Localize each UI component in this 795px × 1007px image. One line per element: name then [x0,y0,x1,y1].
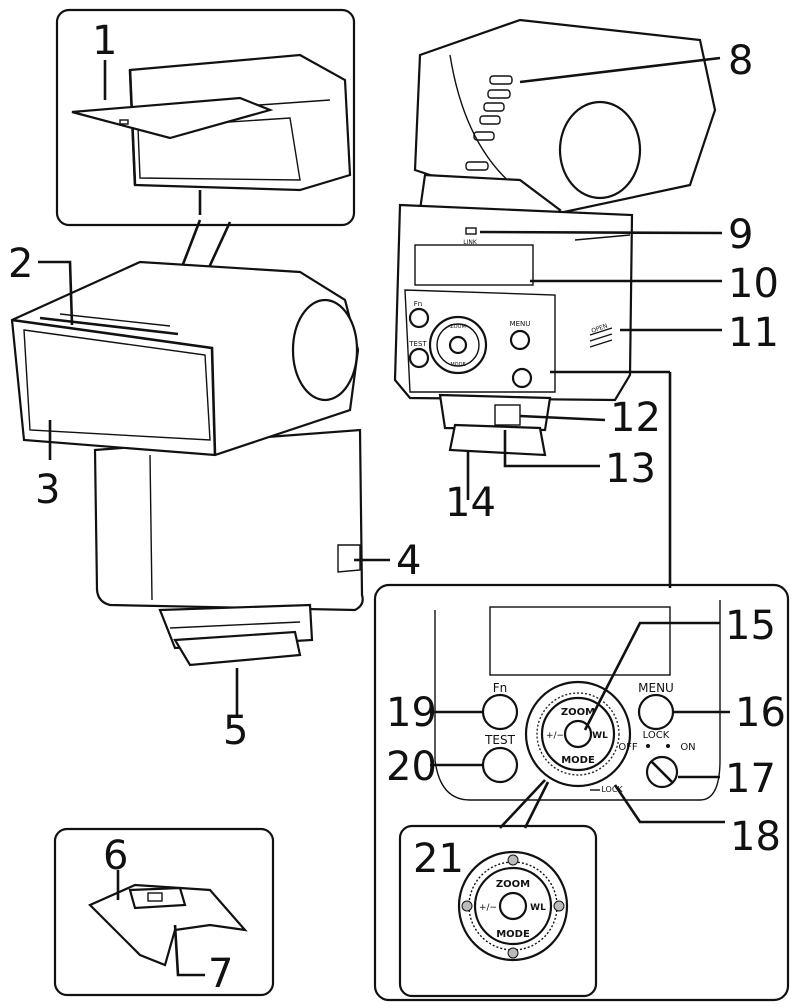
center-button [563,719,593,749]
flash-unit-rear: LINK Fn TEST MENU ZOOM MODE OPEN [393,18,717,457]
plus-minus-label: +/− [546,731,564,741]
test-label: TEST [484,733,516,747]
stand-inset [53,827,275,997]
callout-8: 8 [728,38,753,84]
control-panel-detail: Fn TEST MENU ZOOM MODE +/− WL LOCK OFF O… [373,370,790,1002]
fn-label-small: Fn [414,300,422,308]
callout-4: 4 [396,538,421,584]
test-button[interactable] [481,746,519,784]
fn-label: Fn [493,681,508,695]
lock-switch-small [511,367,533,389]
dial-variant: ZOOM MODE +/− WL [457,850,569,962]
zoom-label-small: ZOOM [450,324,466,330]
mode-label-small: MODE [450,362,465,368]
wide-panel-card [71,96,274,140]
lcd-panel [414,244,534,286]
on-label: ON [680,742,695,753]
callout-5: 5 [223,708,248,754]
callout-17: 17 [725,756,776,802]
callout-7: 7 [208,951,233,997]
wl-label: WL [592,731,608,741]
callout-15: 15 [725,603,776,649]
callout-2: 2 [8,241,33,287]
mode-label: MODE [561,755,595,766]
callout-13: 13 [605,446,656,492]
callout-14: 14 [445,480,496,526]
callout-19: 19 [386,690,437,736]
callout-numbers: 1 2 3 4 5 6 7 8 9 10 11 12 13 14 15 16 1… [8,18,786,997]
menu-button[interactable] [637,693,675,731]
fn-button[interactable] [481,693,519,731]
callout-10: 10 [728,261,779,307]
zoom-scale [465,75,513,171]
rear-foot [448,423,547,457]
mounting-foot [173,630,302,667]
menu-label-small: MENU [510,320,531,328]
flash-unit-main [10,260,364,667]
callout-3: 3 [35,467,60,513]
callout-1: 1 [92,18,117,64]
callout-12: 12 [610,395,661,441]
lock-lever [494,404,521,426]
fn-button-small [408,307,430,329]
callout-11: 11 [728,310,779,356]
plus-minus-label-inset: +/− [479,903,497,913]
zoom-label-inset: ZOOM [496,879,530,890]
menu-button-small [509,329,531,351]
link-label: LINK [463,239,478,246]
off-label: OFF [618,742,638,753]
callout-9: 9 [728,212,753,258]
callout-18: 18 [730,814,781,860]
menu-label: MENU [638,681,674,695]
mode-label-inset: MODE [496,929,530,940]
control-dial[interactable]: ZOOM MODE +/− WL [524,680,632,788]
wide-panel-inset [55,8,356,227]
lcd-detail [489,606,671,676]
zoom-label: ZOOM [561,707,595,718]
lock-arrow-label: LOCK [601,785,623,794]
lock-label: LOCK [643,730,670,741]
wl-label-inset: WL [530,903,546,913]
test-label-small: TEST [408,340,427,348]
lock-switch[interactable]: LOCK OFF ON [618,730,696,789]
callout-21: 21 [413,836,464,882]
flash-body [93,428,364,612]
callout-20: 20 [386,744,437,790]
test-button-small [408,347,430,369]
leader-lines [38,56,730,824]
link-lamp [465,227,477,235]
callout-16: 16 [735,690,786,736]
callout-6: 6 [103,833,128,879]
mini-stand [88,883,248,967]
